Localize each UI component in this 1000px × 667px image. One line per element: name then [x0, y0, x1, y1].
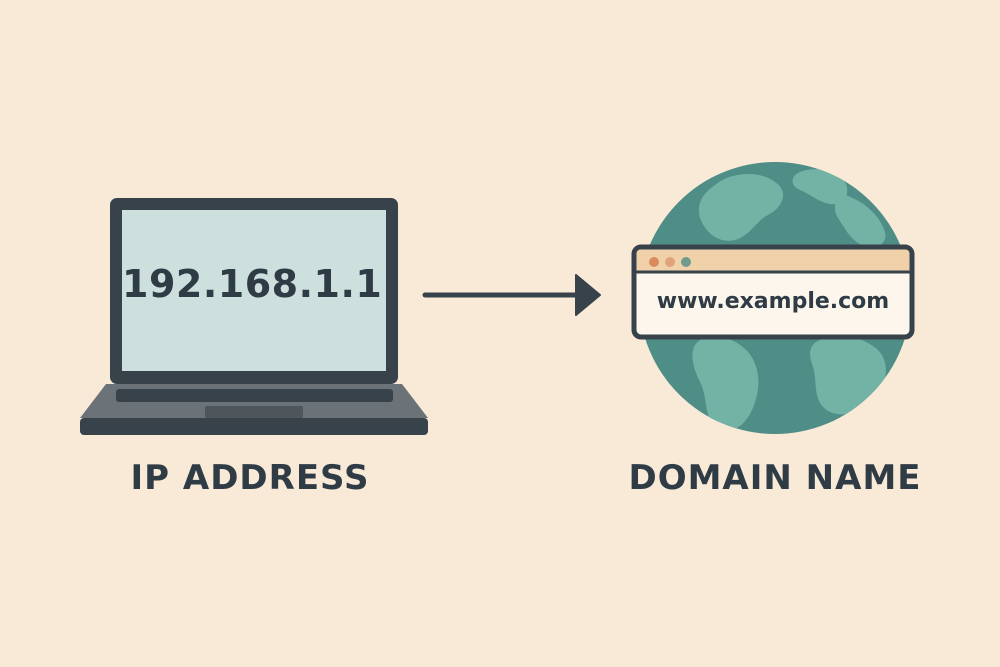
arrow-right-icon	[422, 274, 601, 316]
browser-dot-maximize	[681, 257, 691, 267]
browser-title-bar	[636, 249, 910, 271]
ip-address-value: 192.168.1.1	[122, 262, 383, 306]
globe-icon	[639, 162, 911, 434]
laptop-trackpad	[205, 406, 303, 418]
laptop-keyboard	[116, 389, 393, 402]
laptop-screen	[122, 210, 386, 371]
browser-dot-close	[649, 257, 659, 267]
ip-address-caption: IP ADDRESS	[130, 458, 370, 498]
domain-name-caption: DOMAIN NAME	[628, 458, 922, 498]
browser-dot-minimize	[665, 257, 675, 267]
laptop-icon	[80, 198, 428, 435]
domain-url-value: www.example.com	[656, 289, 890, 314]
browser-window-icon	[631, 244, 915, 340]
laptop-base-edge	[80, 418, 428, 435]
